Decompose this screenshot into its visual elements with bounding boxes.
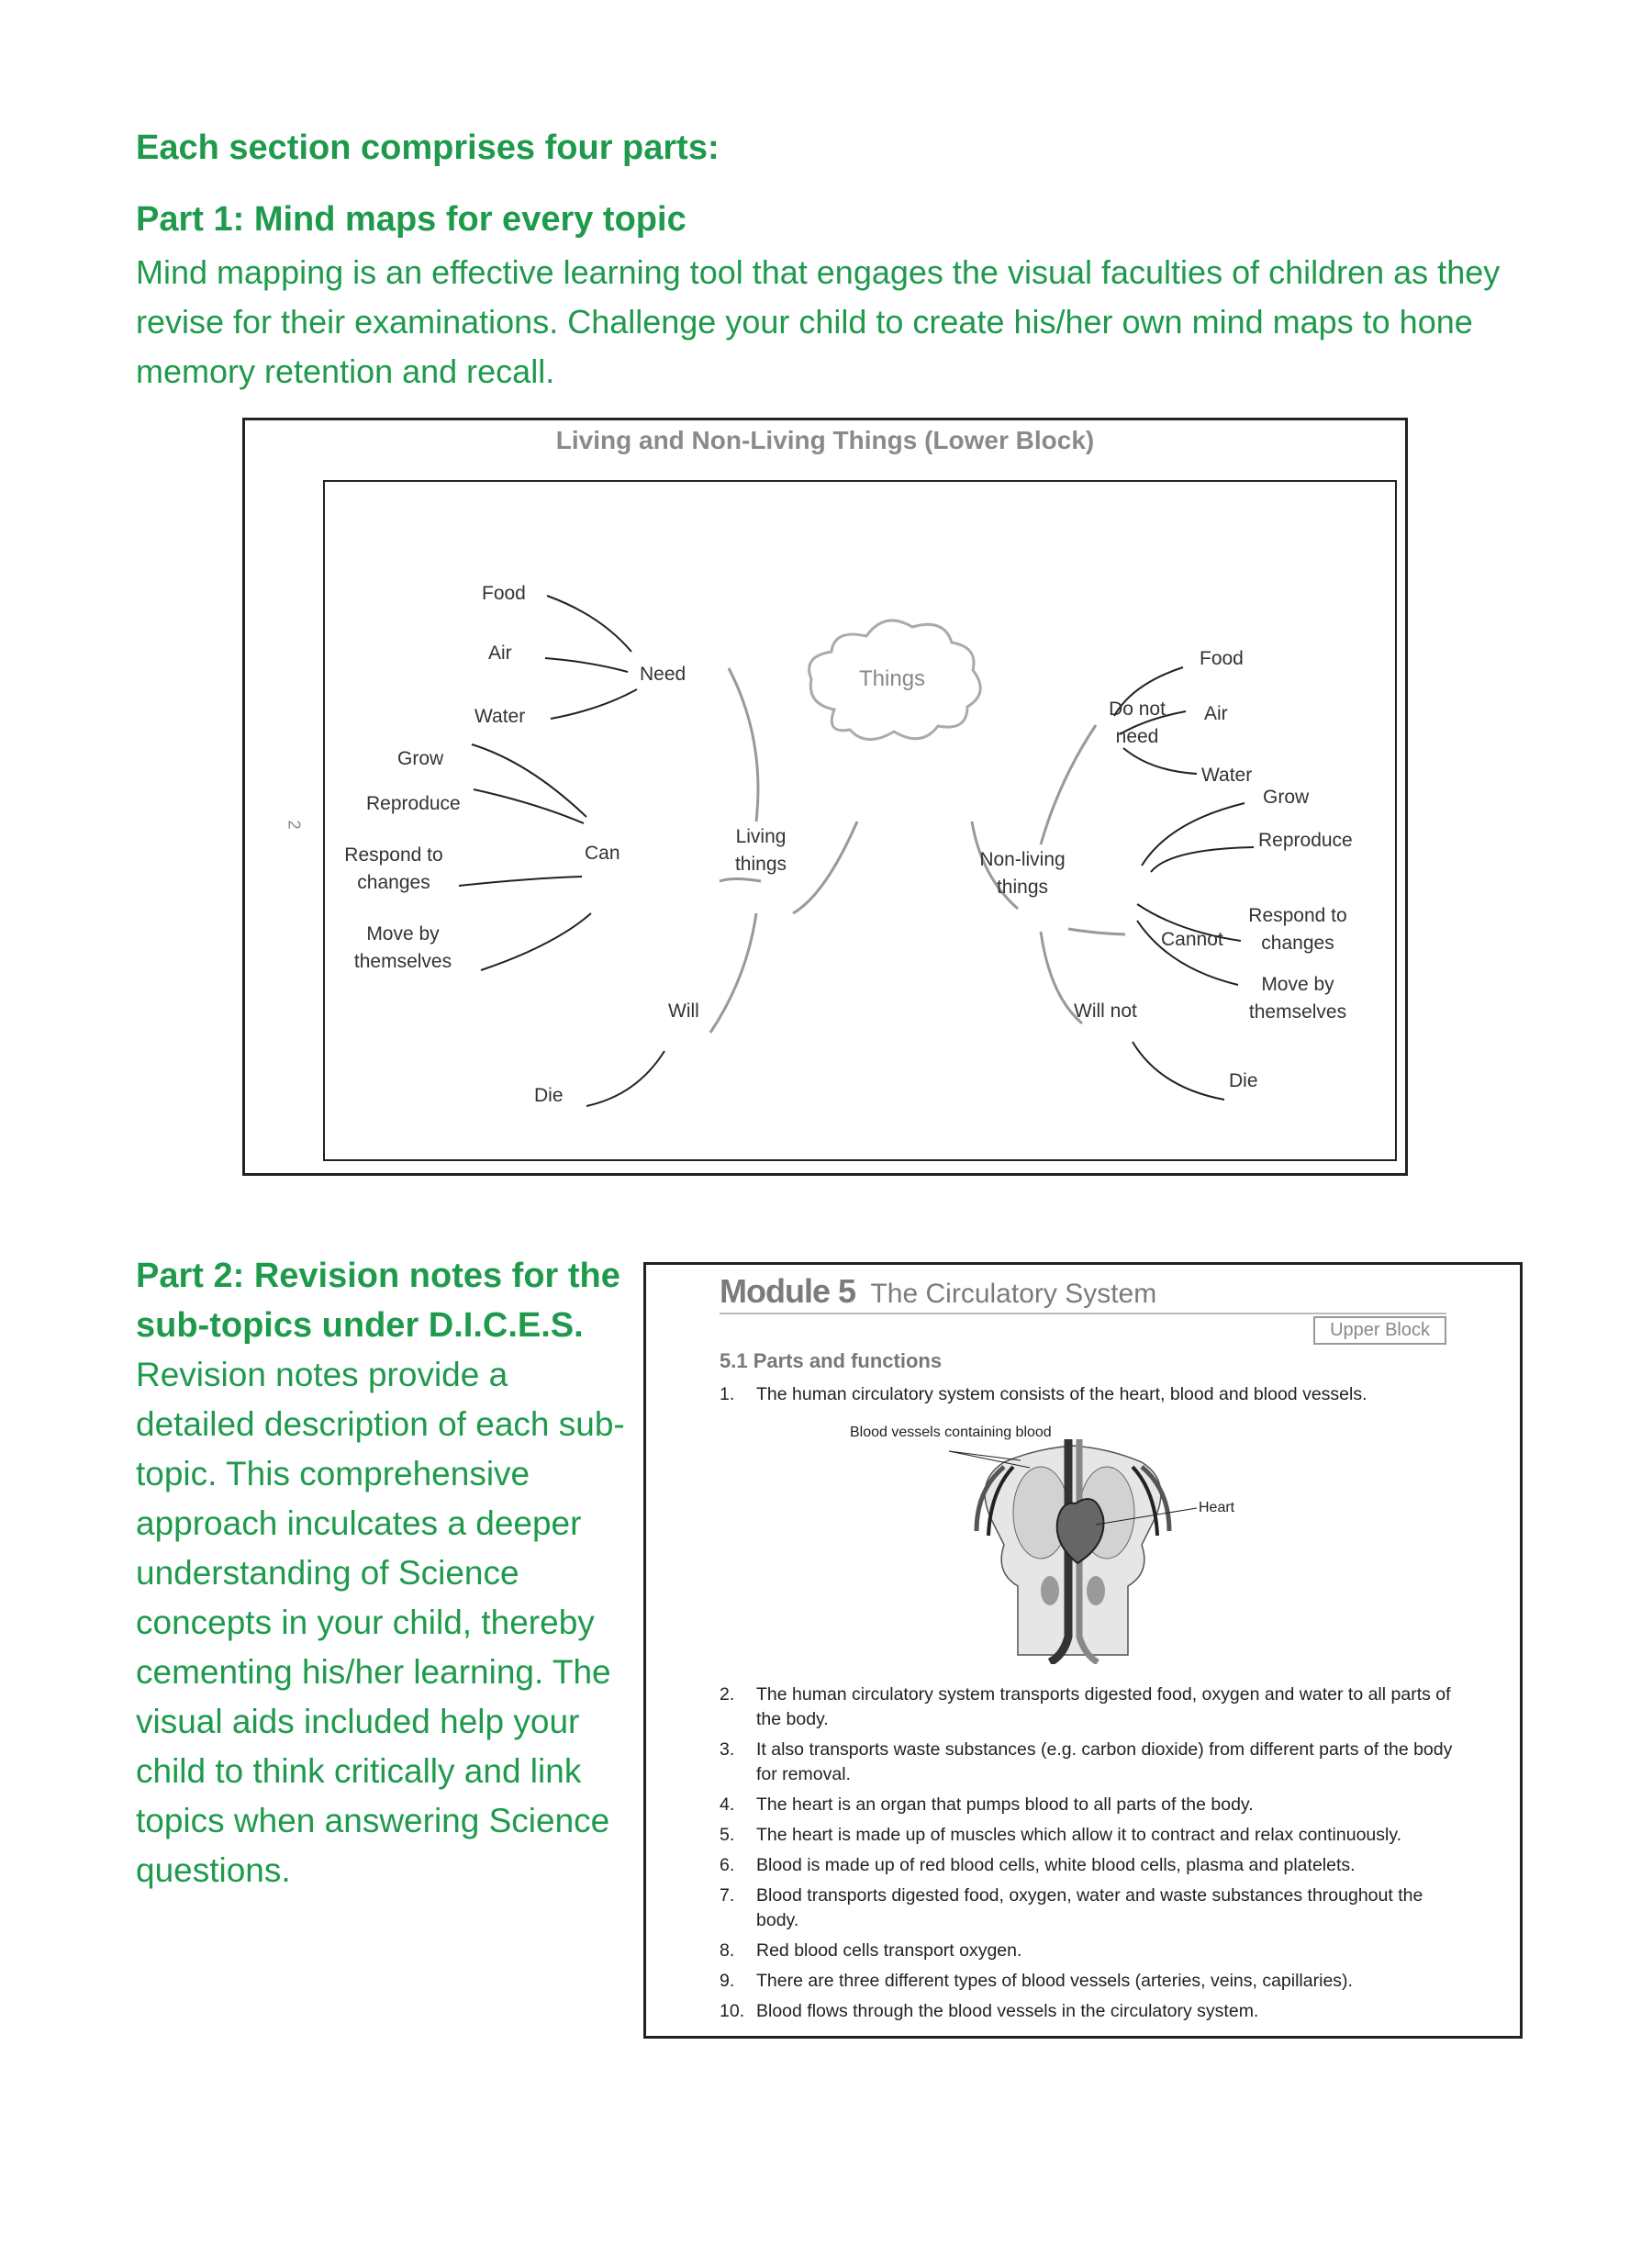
module-name: The Circulatory System [870,1279,1157,1309]
node-cannot: Cannot [1161,929,1223,950]
list-item: 5. The heart is made up of muscles which… [720,1823,1454,1848]
torso-illustration [948,1439,1198,1666]
node-cannot-grow: Grow [1263,787,1310,808]
part1-description: Mind mapping is an effective learning to… [136,253,1501,390]
list-item: 7. Blood transports digested food, oxyge… [720,1884,1454,1933]
part2-title: Part 2: Revision notes for the sub-topic… [136,1257,620,1345]
module-header: Module 5 The Circulatory System [720,1272,1446,1314]
list-item-number: 1. [720,1384,735,1404]
module-sample-page: Module 5 The Circulatory System Upper Bl… [643,1262,1523,2039]
node-dnn-air: Air [1204,703,1228,724]
list-item-text: The heart is an organ that pumps blood t… [756,1794,1254,1815]
mind-map-canvas: Things Living things Need Food Air Water… [323,480,1397,1161]
list-item-number: 8. [720,1940,735,1961]
node-can-reproduce: Reproduce [366,793,461,814]
part2-description: Revision notes provide a detailed descri… [136,1356,625,1889]
list-item-number: 6. [720,1855,735,1875]
mind-map-center: Things [859,666,926,691]
node-will-die: Die [534,1085,564,1106]
figure-label-heart: Heart [1199,1500,1235,1515]
list-item-number: 9. [720,1971,735,1991]
node-non-living-things: Non-living things [979,849,1066,898]
list-item-text: There are three different types of blood… [756,1971,1353,1991]
node-can-respond: Respond to changes [344,844,443,893]
list-item-text: The human circulatory system transports … [756,1684,1451,1729]
mind-map-figure: Living and Non-Living Things (Lower Bloc… [242,418,1408,1176]
list-item-text: Blood is made up of red blood cells, whi… [756,1855,1356,1875]
list-item-number: 7. [720,1885,735,1906]
list-item-number: 5. [720,1825,735,1845]
circulatory-system-figure: Blood vessels containing blood Heart [850,1425,1279,1666]
cloud-shape [808,619,982,741]
node-can: Can [585,843,620,864]
list-item: 10. Blood flows through the blood vessel… [720,1999,1454,2024]
list-item-text: The heart is made up of muscles which al… [756,1825,1402,1845]
list-item-number: 4. [720,1794,735,1815]
list-item-text: Blood transports digested food, oxygen, … [756,1885,1423,1930]
section-heading: Each section comprises four parts: [136,129,720,167]
node-dnn-food: Food [1200,648,1244,669]
node-can-grow: Grow [397,748,444,769]
node-need-water: Water [474,706,526,727]
module-subtitle: 5.1 Parts and functions [720,1349,943,1372]
node-do-not-need: Do not need [1109,699,1166,747]
list-item: 9. There are three different types of bl… [720,1969,1454,1994]
node-can-move: Move by themselves [353,923,452,972]
node-need: Need [640,664,686,685]
list-item-text: It also transports waste substances (e.g… [756,1739,1453,1784]
list-item: 8. Red blood cells transport oxygen. [720,1939,1454,1963]
mind-map-connectors [458,595,1255,1107]
list-item: 6. Blood is made up of red blood cells, … [720,1853,1454,1878]
list-item-number: 2. [720,1684,735,1705]
list-item: 3. It also transports waste substances (… [720,1738,1454,1787]
node-will-not: Will not [1074,1000,1137,1022]
list-item-number: 10. [720,2001,745,2021]
page-number: 2 [285,820,304,830]
node-dnn-water: Water [1201,765,1253,786]
list-item-text: Red blood cells transport oxygen. [756,1940,1022,1961]
node-will: Will [668,1000,699,1022]
node-cannot-reproduce: Reproduce [1258,830,1353,851]
module-number: Module 5 [720,1272,856,1310]
node-cannot-respond: Respond to changes [1248,905,1347,954]
node-need-air: Air [488,643,512,664]
list-item: 2. The human circulatory system transpor… [720,1682,1454,1732]
node-need-food: Food [482,583,526,604]
notes-list: 1. The human circulatory system consists… [720,1382,1454,1407]
figure-label-blood-vessels: Blood vessels containing blood [850,1425,1052,1440]
node-will-not-die: Die [1229,1070,1258,1091]
list-item-number: 3. [720,1739,735,1760]
list-item-text: Blood flows through the blood vessels in… [756,2001,1259,2021]
node-cannot-move: Move by themselves [1248,974,1347,1023]
part1-title: Part 1: Mind maps for every topic [136,200,686,239]
list-item-text: The human circulatory system consists of… [756,1384,1367,1404]
node-living-things: Living things [734,826,787,875]
list-item: 1. The human circulatory system consists… [720,1382,1454,1407]
notes-list-continued: 2. The human circulatory system transpor… [720,1682,1454,2029]
block-badge: Upper Block [1313,1316,1446,1345]
list-item: 4. The heart is an organ that pumps bloo… [720,1793,1454,1817]
mind-map-title: Living and Non-Living Things (Lower Bloc… [555,426,1095,454]
